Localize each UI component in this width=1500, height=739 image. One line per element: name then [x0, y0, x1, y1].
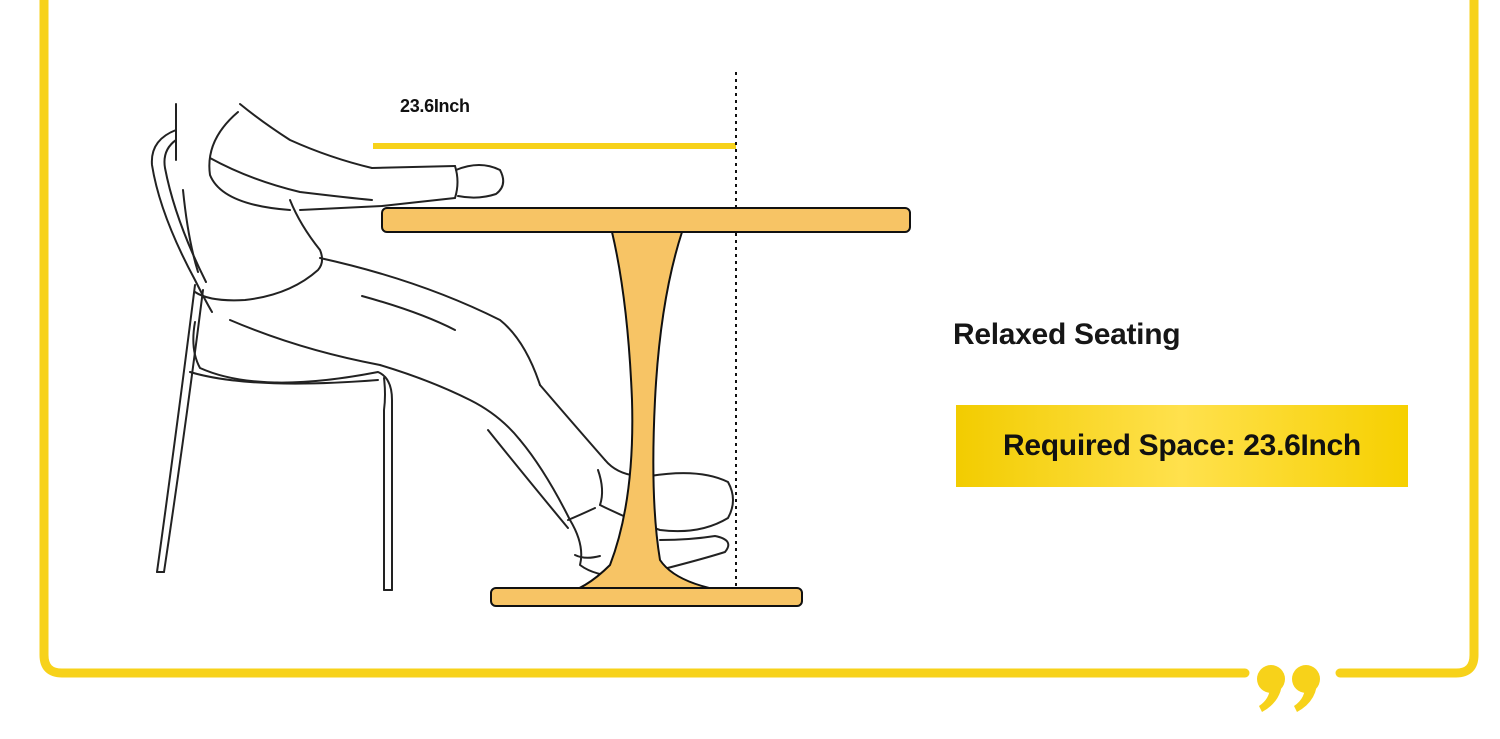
- dimension-label: 23.6Inch: [400, 96, 470, 116]
- frame-border: [39, 0, 1479, 678]
- seating-title: Relaxed Seating: [953, 318, 1181, 351]
- closing-quote-icon: [1257, 665, 1320, 712]
- table-illustration: [381, 207, 911, 607]
- table-top: [381, 207, 911, 233]
- required-space-box: Required Space: 23.6Inch: [956, 405, 1408, 487]
- table-base: [490, 587, 803, 607]
- required-space-label: Required Space: 23.6Inch: [1003, 429, 1361, 462]
- seated-person-illustration: [175, 103, 734, 578]
- chair-illustration: [150, 129, 393, 591]
